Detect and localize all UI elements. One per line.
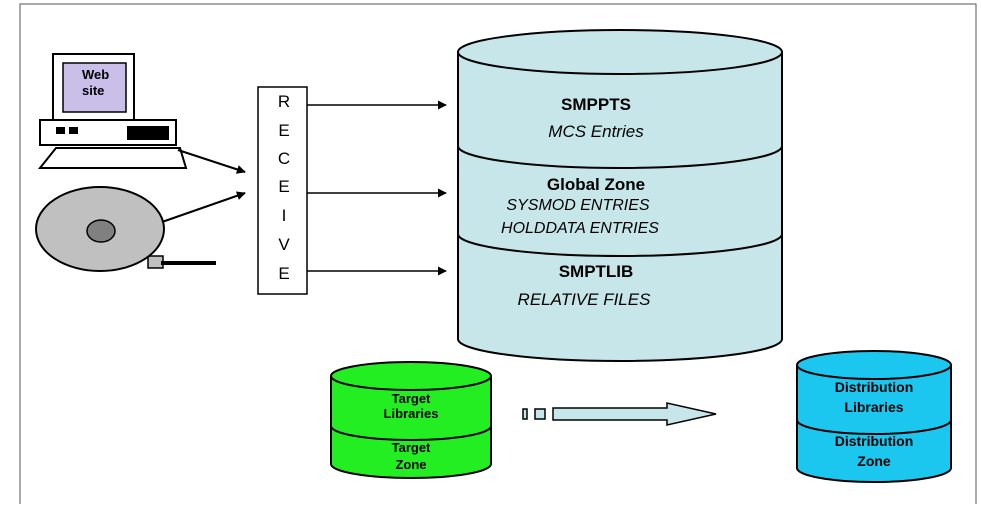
distribution-divider	[796, 419, 952, 435]
receive-letter-5: I	[282, 206, 287, 225]
drive-bay	[127, 126, 169, 140]
receive-letter-3: C	[278, 149, 290, 168]
monitor-screen	[62, 62, 127, 113]
target-cylinder-body	[330, 376, 492, 479]
target-libraries-line-1: Target	[392, 391, 431, 406]
drive-slot-1	[56, 127, 65, 134]
smppts-subtitle: MCS Entries	[548, 122, 644, 141]
receive-letter-6: V	[278, 235, 290, 254]
frame-border	[19, 3, 977, 504]
keyboard	[37, 147, 188, 169]
receive-box	[257, 86, 308, 295]
main-divider-1	[457, 145, 783, 169]
distribution-cylinder: Distribution Libraries Distribution Zone	[796, 350, 952, 483]
smptlib-subtitle: RELATIVE FILES	[518, 290, 652, 309]
accept-arrow	[522, 402, 717, 426]
main-divider-2	[457, 233, 783, 257]
global-zone-line-2: HOLDDATA ENTRIES	[501, 220, 659, 237]
main-cylinder-body	[457, 52, 783, 362]
drive-slot-2	[69, 127, 78, 134]
distribution-zone-line-1: Distribution	[835, 433, 914, 449]
tape-reel-icon	[35, 186, 216, 272]
receive-letter-7: E	[278, 264, 289, 283]
distribution-cylinder-body	[796, 365, 952, 483]
monitor-text-line2: site	[82, 83, 104, 98]
distribution-cylinder-top	[796, 350, 952, 380]
smppts-title: SMPPTS	[561, 95, 631, 114]
monitor-text-line1: Web	[82, 67, 109, 82]
computer-icon: Web site	[37, 53, 188, 169]
arrow-tail-block-2	[534, 408, 546, 420]
main-cylinder-top	[457, 29, 783, 75]
tape-hub	[86, 219, 116, 243]
arrow-tail-block-1	[522, 408, 528, 420]
distribution-libraries-line-2: Libraries	[844, 399, 903, 415]
smptlib-title: SMPTLIB	[559, 262, 634, 281]
target-libraries-line-2: Libraries	[384, 406, 439, 421]
arrow-shaft	[552, 402, 717, 426]
receive-letter-2: E	[278, 121, 289, 140]
arrow-tape-to-receive	[161, 191, 246, 223]
global-zone-title: Global Zone	[547, 175, 645, 194]
arrow-computer-to-receive	[177, 149, 246, 174]
target-cylinder: Target Libraries Target Zone	[330, 361, 492, 479]
distribution-libraries-line-1: Distribution	[835, 379, 914, 395]
main-cylinder: SMPPTS MCS Entries Global Zone SYSMOD EN…	[457, 29, 783, 362]
target-zone-line-1: Target	[392, 440, 431, 455]
global-zone-line-1: SYSMOD ENTRIES	[506, 197, 649, 214]
receive-letter-4: E	[278, 177, 289, 196]
target-cylinder-top	[330, 361, 492, 391]
receive-letter-1: R	[278, 92, 290, 111]
tape-tab	[147, 255, 164, 269]
target-zone-line-2: Zone	[395, 457, 426, 472]
target-divider	[330, 425, 492, 441]
distribution-zone-line-2: Zone	[857, 453, 891, 469]
